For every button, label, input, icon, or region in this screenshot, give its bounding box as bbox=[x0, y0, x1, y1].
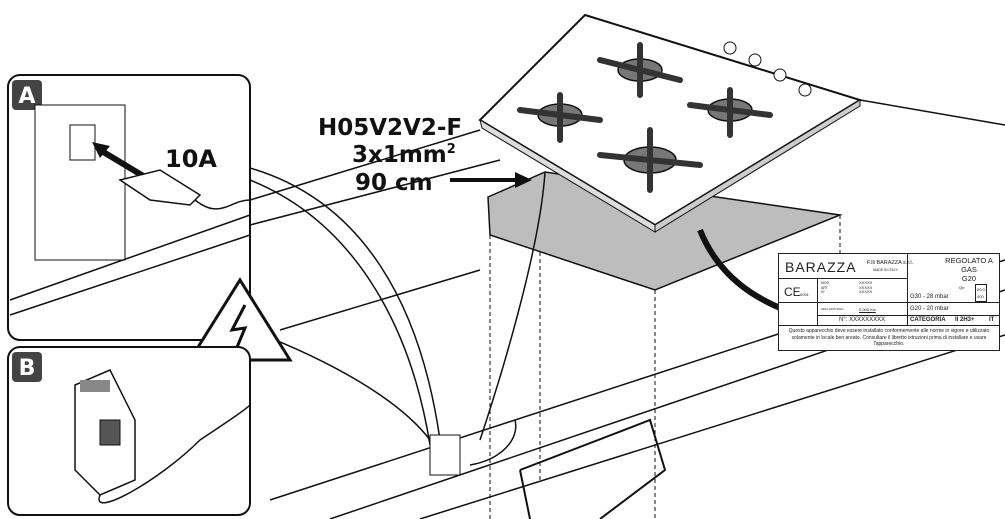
panel-b-label: B bbox=[19, 356, 36, 381]
ce-mark: CE bbox=[784, 285, 801, 299]
current-rating: 10A bbox=[165, 145, 217, 173]
serial-number: N°: XXXXXXXXX bbox=[839, 317, 886, 323]
qn-label: Qn bbox=[959, 285, 965, 290]
arrow-icon bbox=[515, 172, 532, 188]
company: F.lli BARAZZA s.r.l. bbox=[867, 260, 914, 266]
country: IT bbox=[989, 317, 995, 323]
panel-a-badge bbox=[12, 80, 42, 110]
power: 0.000 Kw bbox=[859, 307, 876, 312]
rating-plate: BARAZZA F.lli BARAZZA s.r.l. MADE IN ITA… bbox=[778, 253, 1000, 351]
safety-notice: Questo apparecchio deve essere installat… bbox=[788, 328, 990, 347]
cable-type: H05V2V2-F bbox=[318, 115, 462, 141]
cable-length: 90 cm bbox=[355, 170, 433, 196]
panel-b-badge bbox=[12, 352, 42, 382]
category-label: CATEGORIA bbox=[910, 317, 946, 323]
brand-logo: BARAZZA bbox=[785, 259, 857, 275]
panel-a-label: A bbox=[18, 84, 35, 109]
cutout bbox=[487, 171, 843, 291]
g30-pressure: G30 - 28 mbar bbox=[910, 294, 949, 300]
voltage: 220V-240V 50Hz bbox=[821, 307, 844, 311]
cable-section: 3x1mm2 bbox=[352, 142, 456, 168]
knobs bbox=[723, 41, 812, 97]
ce-number: 0051 bbox=[800, 292, 809, 297]
plate-pointer bbox=[697, 228, 787, 313]
made-in: MADE IN ITALY bbox=[873, 268, 898, 272]
wall-socket bbox=[429, 434, 461, 476]
g20-pressure: G20 - 20 mbar bbox=[910, 306, 949, 312]
outlet bbox=[69, 124, 96, 161]
category-value: II 2H3+ bbox=[955, 317, 975, 323]
counter-edge bbox=[249, 129, 481, 201]
insert-arrow-icon bbox=[92, 142, 110, 158]
